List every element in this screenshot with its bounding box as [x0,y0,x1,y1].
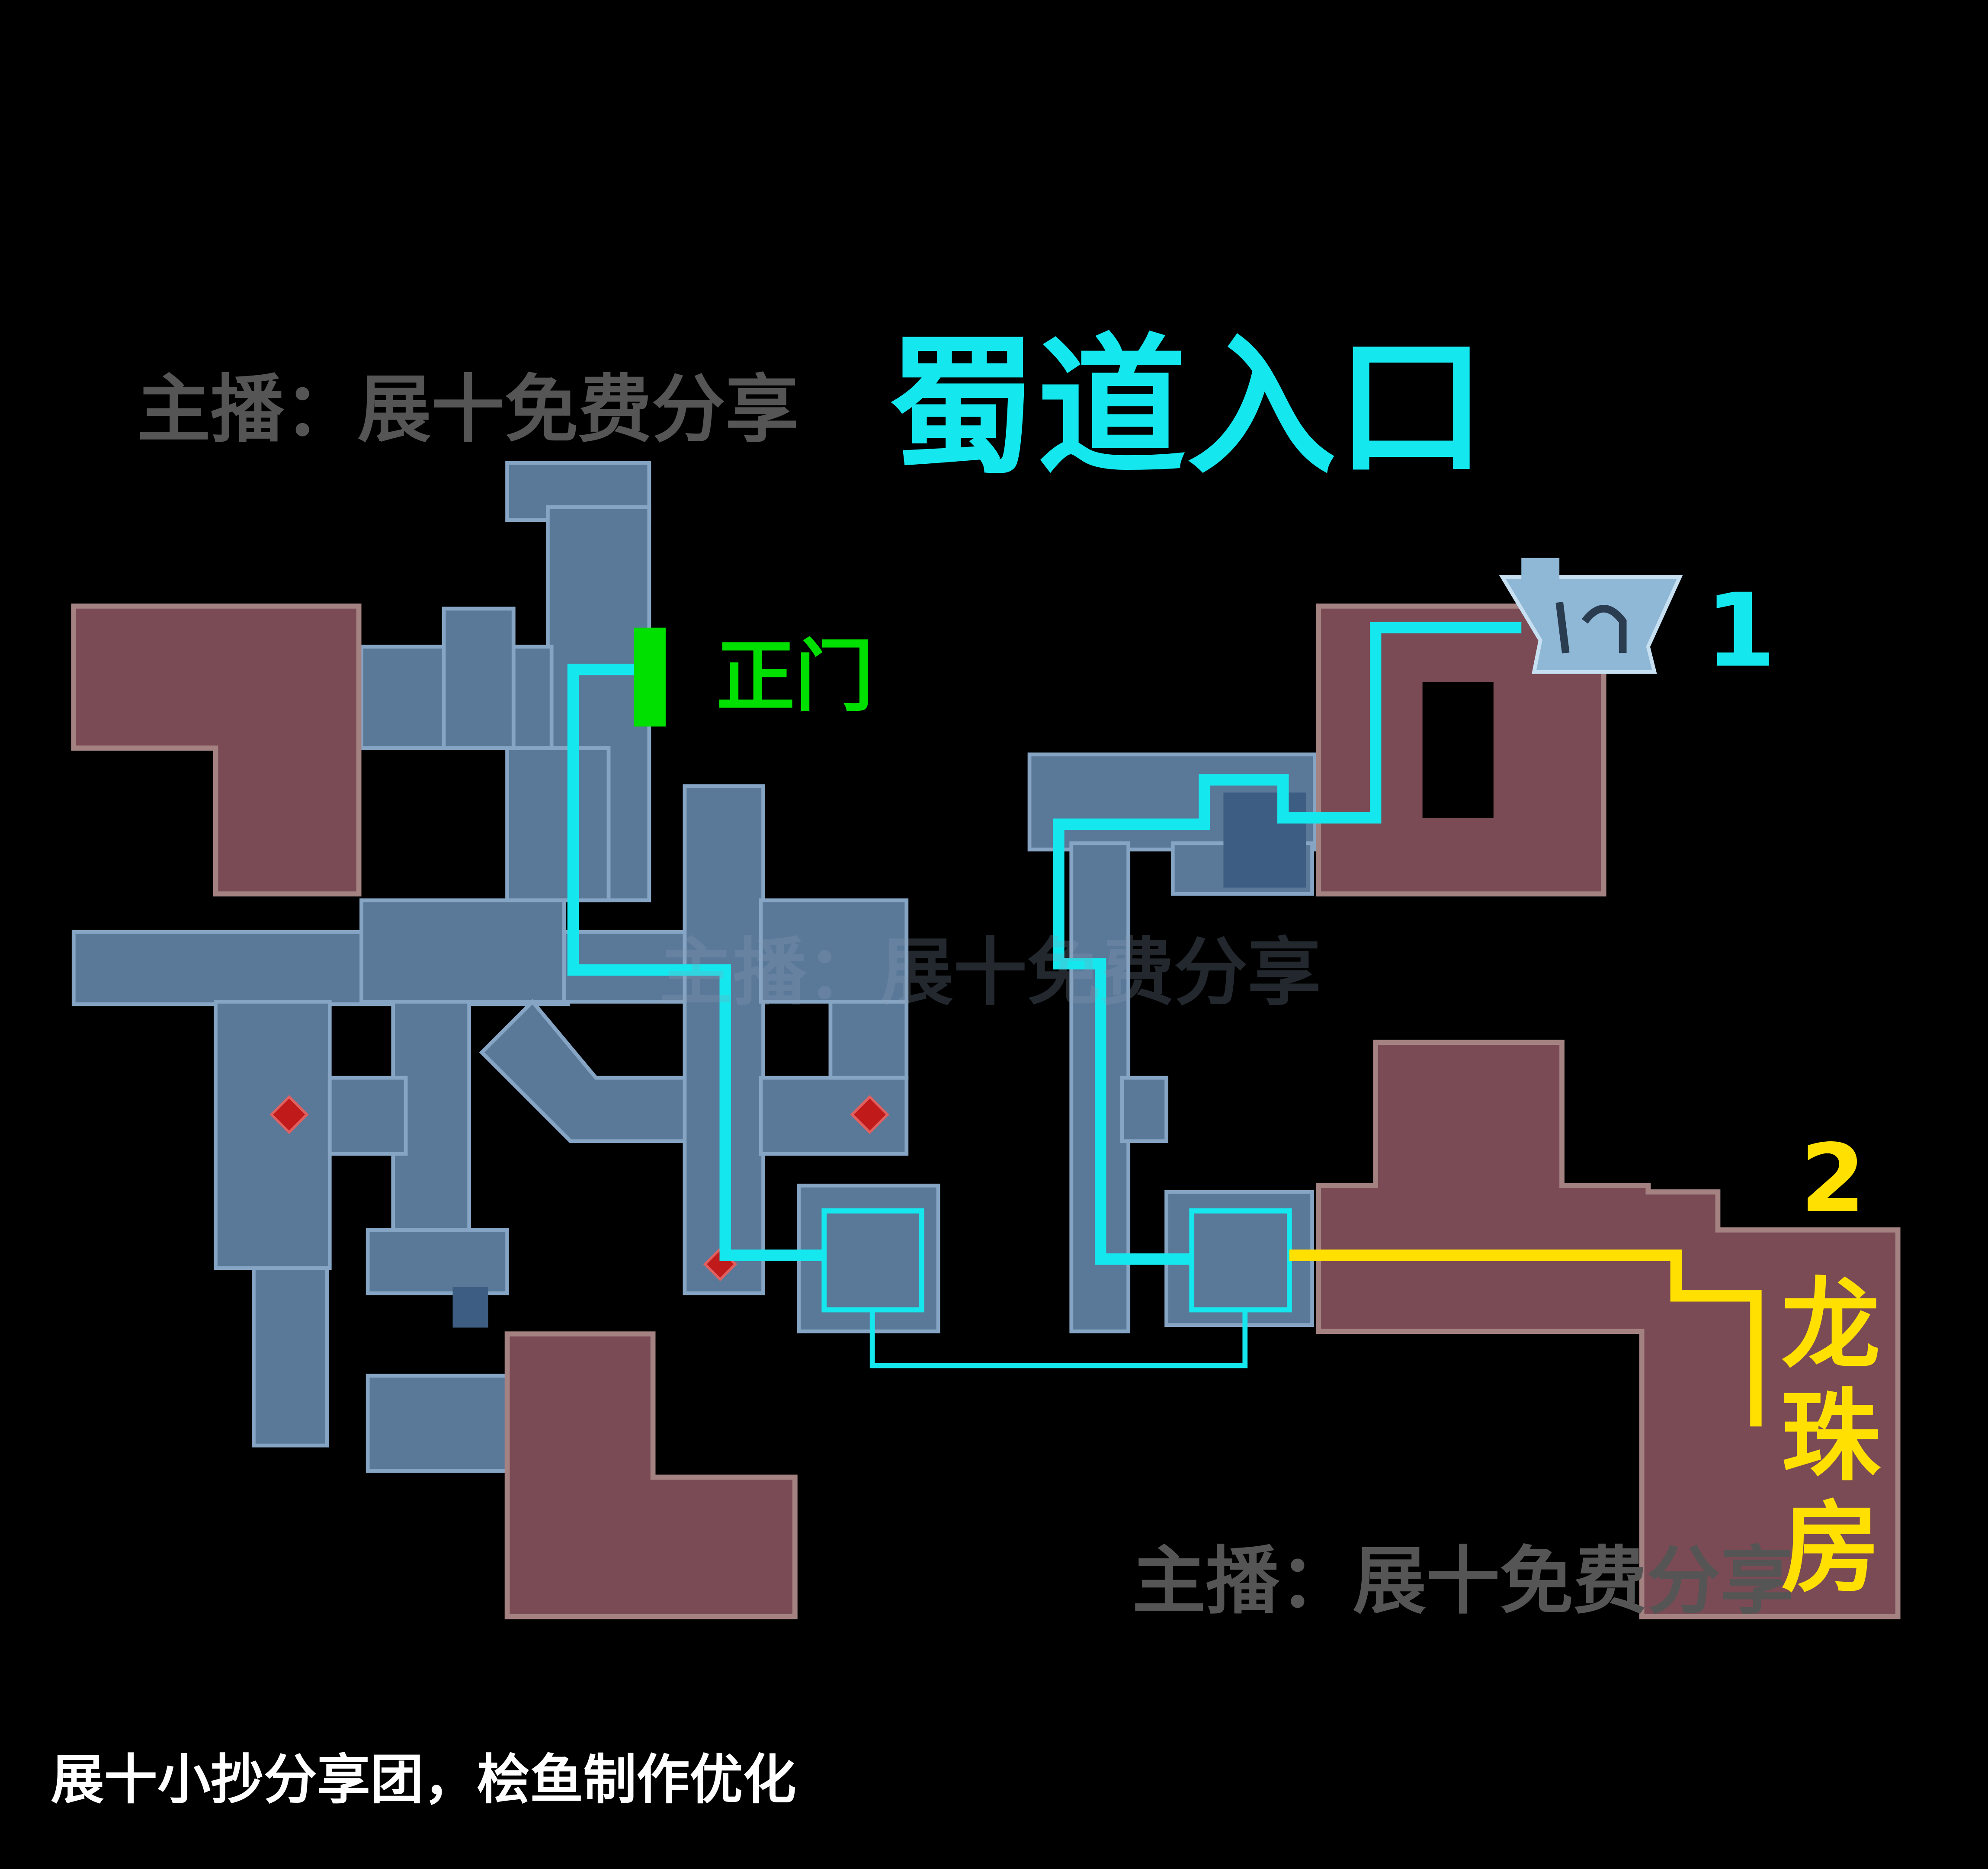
map-title: 蜀道入口 [888,320,1486,495]
watermark: 主播：展十免费分享 [659,930,1321,1016]
red-diamond-markers [269,1095,889,1281]
main-gate-marker [634,627,666,727]
dragon-room-char: 房 [1781,1491,1880,1606]
dragon-room-char: 珠 [1781,1379,1881,1494]
watermark: 主播：展十免费分享 [945,1387,1606,1472]
route-main [567,622,1522,1265]
main-gate-label: 正门 [716,631,873,723]
point-1-label: 1 [1705,572,1776,690]
dragon-room-char: 龙 [1781,1268,1880,1383]
footer-credit: 展十小抄分享团，桧鱼制作优化 [51,1749,796,1811]
route-secondary [1289,1249,1762,1427]
chest-icon [1499,558,1683,674]
watermark: 主播：展十免费分享 [137,367,799,453]
dragon-room-label: 龙 珠 房 [1781,1268,1881,1606]
rooms [71,604,1901,1619]
watermark: 主播：展十免费分享 [1132,1538,1794,1624]
point-2-label: 2 [1800,1124,1866,1233]
